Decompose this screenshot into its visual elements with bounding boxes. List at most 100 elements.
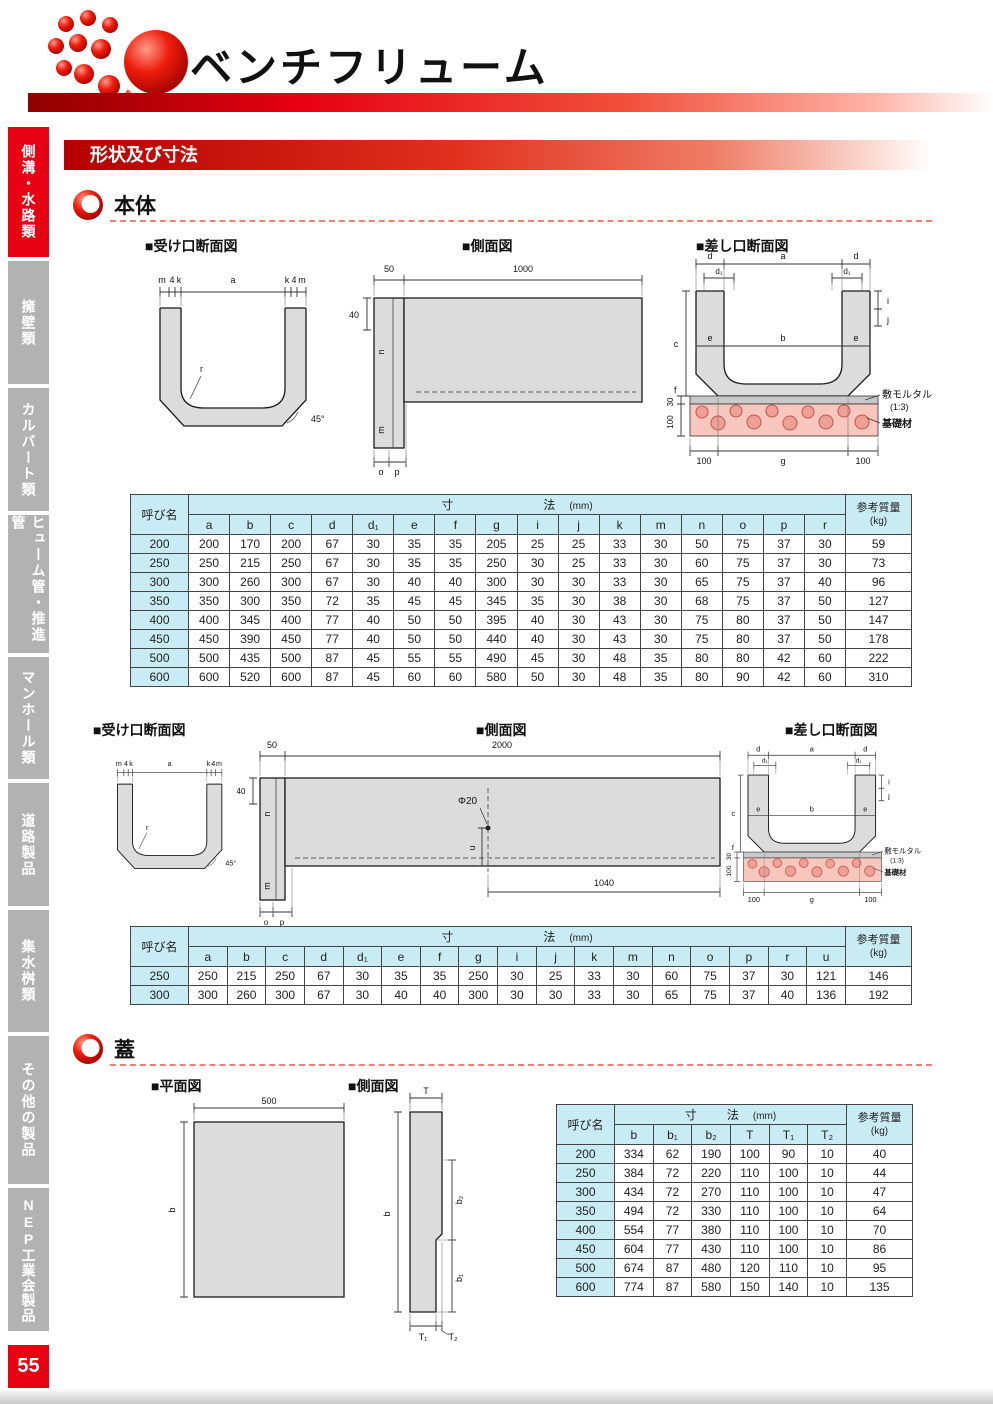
sidebar-item-culverts[interactable]: カルバート類 — [8, 388, 49, 511]
dim-cell: 150 — [729, 1277, 770, 1297]
size-name-cell: 250 — [130, 553, 189, 573]
dim-cell: 30 — [342, 966, 383, 986]
dim-cell: 774 — [614, 1277, 654, 1297]
dim-label-2000: 2000 — [492, 740, 512, 750]
dim-cell: 80 — [721, 610, 764, 630]
header-weight: 参考質量(kg) — [845, 926, 912, 967]
dim-cell: 60 — [651, 966, 692, 986]
heading-divider — [110, 220, 932, 222]
size-name-cell: 250 — [556, 1163, 615, 1183]
dim-cell: 87 — [311, 667, 354, 687]
dim-cell: 200 — [187, 534, 231, 554]
dim-label-4: 4 — [124, 760, 128, 768]
size-name-cell: 400 — [130, 610, 189, 630]
sidebar-item-label: 側溝・水路類 — [20, 144, 37, 240]
page-bottom-fade — [0, 1388, 993, 1404]
dim-column-header: d — [303, 946, 344, 967]
dim-cell: 67 — [303, 985, 344, 1005]
dim-column-header: o — [721, 514, 764, 535]
dim-cell: 65 — [651, 985, 692, 1005]
header-dimensions: 寸法(mm) — [614, 1104, 847, 1125]
dim-cell: 87 — [652, 1258, 693, 1278]
dim-label-d: d — [863, 745, 867, 754]
dim-cell: 250 — [458, 966, 499, 986]
dim-cell: 205 — [475, 534, 518, 554]
dim-label-100: 100 — [726, 865, 733, 876]
sidebar-item-label: 道路製品 — [20, 812, 37, 877]
size-name-cell: 450 — [556, 1239, 615, 1259]
dim-cell: 170 — [229, 534, 272, 554]
sidebar-item-hume-pipes[interactable]: ヒューム管・推進管 — [8, 515, 49, 653]
sidebar-item-manholes[interactable]: マンホール類 — [8, 657, 49, 779]
dim-column-header: k — [598, 514, 641, 535]
dim-label-m: m — [158, 275, 166, 285]
dim-cell: 450 — [270, 629, 313, 649]
dim-label-e: e — [863, 805, 867, 814]
dim-cell: 25 — [516, 534, 559, 554]
dim-cell: 674 — [614, 1258, 654, 1278]
dim-cell: 250 — [187, 553, 231, 573]
dim-cell: 25 — [557, 553, 600, 573]
dim-cell: 100 — [768, 1239, 809, 1259]
weight-cell: 147 — [845, 610, 912, 630]
size-name-cell: 300 — [130, 572, 189, 592]
dim-label-T1: T₁ — [419, 1332, 428, 1342]
sidebar-item-gutters[interactable]: 側溝・水路類 — [8, 127, 49, 257]
dim-cell: 75 — [721, 534, 764, 554]
dim-cell: 600 — [187, 667, 231, 687]
dim-label-50: 50 — [267, 740, 277, 750]
dim-label-i: i — [888, 778, 890, 787]
dim-label-100: 100 — [855, 456, 870, 466]
dim-cell: 100 — [729, 1144, 770, 1164]
channel-cross-section — [159, 307, 307, 427]
dim-cell: 37 — [762, 610, 805, 630]
header-name: 呼び名 — [556, 1104, 615, 1145]
dim-label-T2: T₂ — [449, 1332, 458, 1342]
weight-cell: 59 — [845, 534, 912, 554]
page-title: ベンチフリューム — [190, 44, 549, 91]
dim-column-header: i — [497, 946, 537, 967]
sidebar-item-nep-products[interactable]: NEP工業会製品 — [8, 1188, 49, 1331]
dim-cell: 45 — [516, 648, 559, 668]
dim-cell: 110 — [729, 1182, 770, 1202]
size-name-cell: 500 — [556, 1258, 615, 1278]
sidebar-item-catch-basins[interactable]: 集水桝類 — [8, 910, 49, 1032]
dim-column-header: m — [639, 514, 682, 535]
dim-label-c: c — [674, 339, 679, 349]
dim-cell: 75 — [721, 572, 764, 592]
dim-cell: 50 — [516, 667, 559, 687]
dim-column-header: p — [762, 514, 805, 535]
size-name-cell: 300 — [130, 985, 189, 1005]
dim-column-header: d — [311, 514, 354, 535]
sidebar-item-retaining-walls[interactable]: 擁壁類 — [8, 261, 49, 384]
spigot-section-diagram-2: d a d d₁ d₁ c e b e i j f 30 100 — [726, 745, 921, 904]
dim-cell: 30 — [497, 966, 537, 986]
dim-column-header: T — [729, 1124, 770, 1145]
dim-cell: 250 — [188, 966, 228, 986]
dim-cell: 60 — [803, 648, 847, 668]
dim-cell: 350 — [187, 591, 231, 611]
mortar-ratio-note: (1:3) — [890, 857, 904, 864]
dim-cell: 62 — [652, 1144, 693, 1164]
dim-cell: 77 — [311, 629, 354, 649]
dim-cell: 40 — [419, 985, 460, 1005]
dim-cell: 400 — [270, 610, 313, 630]
dim-column-header: b — [614, 1124, 654, 1145]
sidebar-item-road-products[interactable]: 道路製品 — [8, 783, 49, 906]
dim-column-header: r — [767, 946, 808, 967]
dim-label-k: k — [206, 760, 210, 768]
sidebar-item-other-products[interactable]: その他の製品 — [8, 1036, 49, 1184]
header-dimensions: 寸法(mm) — [188, 494, 846, 515]
dim-cell: 75 — [680, 629, 723, 649]
dim-cell: 35 — [434, 553, 477, 573]
weight-cell: 192 — [845, 985, 912, 1005]
dim-cell: 50 — [393, 629, 436, 649]
dim-label-p: p — [280, 918, 285, 926]
dim-cell: 80 — [721, 648, 764, 668]
dim-column-header: a — [187, 514, 231, 535]
